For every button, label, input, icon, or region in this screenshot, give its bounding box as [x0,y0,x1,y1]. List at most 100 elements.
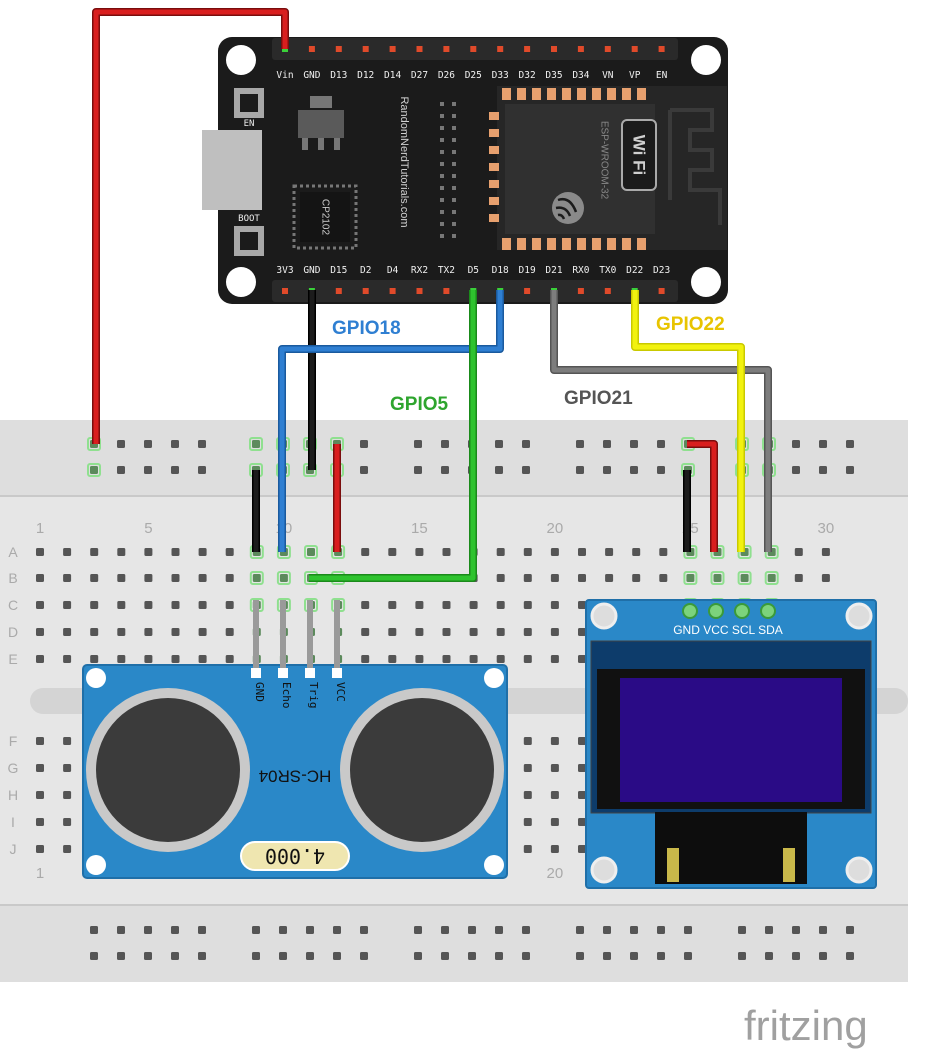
esp32-pin [631,46,638,52]
esp32-pin-label: TX0 [599,265,616,276]
esp32-pin [577,288,584,294]
esp32-pin-label: VN [602,70,614,81]
gpio22-label: GPIO22 [656,314,725,335]
row-letter: C [8,597,18,613]
esp32-pin-label: VP [629,70,641,81]
oled-display: GND VCC SCL SDA [585,599,877,889]
wifi-logo [621,119,657,191]
esp32-pin-label: D19 [519,265,536,276]
esp32-pin-label: D15 [330,265,347,276]
esp32-pin-label: D26 [438,70,455,81]
esp32-pin [443,46,450,52]
cp2102-chip [292,184,358,250]
crystal [240,841,350,871]
wires [92,8,772,668]
esp32-pin-label: Vin [276,70,293,81]
crystal-label: 4.000 [265,844,325,868]
esp32-pin-label: D13 [330,70,347,81]
hc-sr04-sensor: 4.000 HC-SR04 GND Echo Trig VCC [82,664,508,879]
sensor-leg [280,600,286,668]
gpio5-label: GPIO5 [390,394,449,415]
esp32-pin-label: D33 [492,70,509,81]
esp32-pin-label: D14 [384,70,401,81]
esp32-pin-label: D18 [492,265,509,276]
esp32-pin-label: D27 [411,70,428,81]
esp32-pin [470,46,477,52]
row-letter: E [8,651,17,667]
column-number: 5 [144,520,152,537]
usb-port [202,130,262,210]
en-button-label: EN [244,119,255,129]
esp32-pin [416,46,423,52]
esp32-pin [362,46,369,52]
brand-text: RandomNerdTutorials.com [398,96,410,227]
row-letter: I [11,814,15,830]
wifi-text: Wi Fi [630,135,649,175]
antenna-trace [668,108,722,225]
esp32-pin-label: D5 [468,265,479,276]
esp32-pin-label: TX2 [438,265,455,276]
esp32-pin-label: D22 [626,265,643,276]
sensor-leg [307,600,313,668]
esp32-pin-label: D4 [387,265,399,276]
esp32-pin [335,288,342,294]
sensor-leg [334,600,340,668]
esp32-pin [551,46,557,52]
esp32-pin [416,288,423,294]
oled-pin-labels: GND VCC SCL SDA [673,623,783,637]
row-letter: G [8,760,19,776]
esp32-pin-label: D2 [360,265,371,276]
sensor-leg [253,600,259,668]
esp32-pin-label: D25 [465,70,482,81]
sensor-pin-label: VCC [334,682,347,702]
column-number: 20 [547,520,564,537]
column-number: 20 [547,865,564,882]
esp32-pin-label: RX0 [572,265,589,276]
esp32-pin [604,288,611,294]
esp32-pin-label: D35 [545,70,562,81]
top-power-rail [0,420,908,496]
bottom-power-rail [0,905,908,982]
esp32-pin [335,46,342,52]
esp32-pin [604,46,611,52]
esp32-pin-label: D34 [572,70,589,81]
esp32-pin [497,46,504,52]
esp32-pin [443,288,450,294]
sensor-model-label: HC-SR04 [259,767,332,786]
sensor-pin-labels: GND Echo Trig VCC [251,668,347,709]
esp32-pin [658,46,665,52]
gpio18-label: GPIO18 [332,318,401,339]
esp32-pin-label: D12 [357,70,374,81]
row-letter: F [9,733,18,749]
sensor-pin-label: Trig [307,682,320,709]
esp32-pin-label: GND [303,70,320,81]
esp32-pin-label: RX2 [411,265,428,276]
esp32-pin [524,288,531,294]
esp32-pin-label: 3V3 [276,265,293,276]
oled-flex-cable [655,812,807,884]
esp32-pin-label: D21 [545,265,562,276]
esp32-pin [524,46,531,52]
esp32-pin [282,288,288,294]
column-number: 1 [36,520,44,537]
esp32-board: EN BOOT CP2102 RandomNerdTutorials.com W… [202,37,728,304]
sensor-pin-label: Echo [280,682,293,709]
boot-button-label: BOOT [238,214,260,224]
gpio21-label: GPIO21 [564,388,633,409]
oled-screen [620,678,842,802]
esp32-pin-label: D23 [653,265,670,276]
row-letter: D [8,624,18,640]
row-letter: H [8,787,18,803]
esp32-pin [658,288,665,294]
esp32-pin [389,46,396,52]
esp32-pin [308,46,315,52]
esp32-pin [577,46,584,52]
row-letter: B [8,570,17,586]
sensor-pin-label: GND [253,682,266,702]
esp32-pin-label: EN [656,70,668,81]
column-number: 15 [411,520,428,537]
esp32-pin-label: GND [303,265,320,276]
